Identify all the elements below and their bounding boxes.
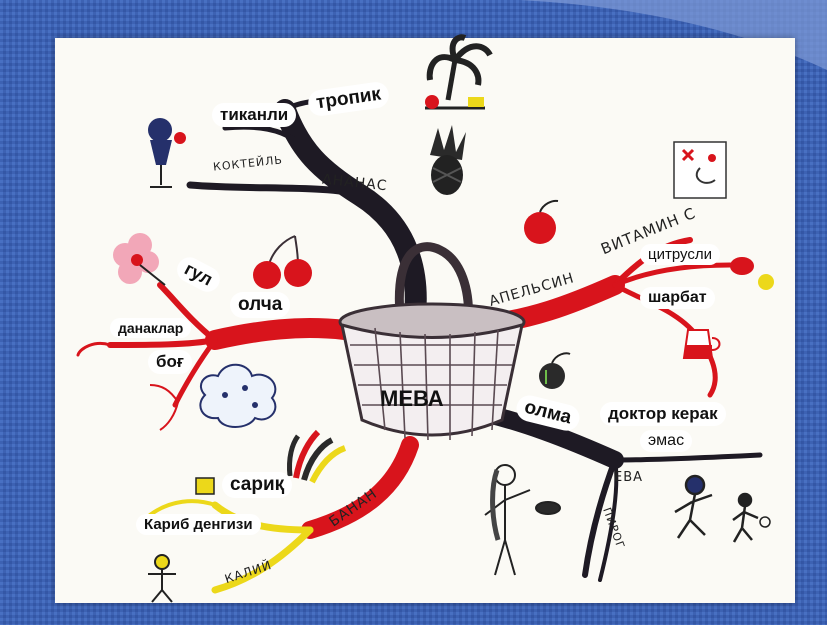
lemon-icon — [730, 257, 774, 290]
cherry-icon — [253, 235, 312, 289]
label-citrus: цитрусли — [640, 244, 720, 265]
banana-branch — [148, 436, 419, 594]
pineapple-icon — [430, 125, 466, 195]
label-caribbean: Кариб денгизи — [136, 514, 261, 535]
jug-icon — [682, 329, 721, 359]
label-yellow: сариқ — [222, 472, 293, 498]
label-garden: боғ — [148, 350, 192, 374]
label-eve: ЕВА — [614, 470, 644, 485]
orange-icon — [524, 199, 559, 244]
label-thorny: тиканли — [212, 103, 297, 127]
center-label: МЕВА — [380, 386, 444, 411]
flower-icon — [113, 233, 166, 286]
label-doctor-needed: доктор керак — [600, 402, 726, 426]
vitamin-sign-icon — [673, 141, 727, 199]
apple-branch — [461, 401, 763, 582]
yellow-square-icon — [195, 477, 215, 495]
palm-tree-icon — [425, 34, 493, 110]
cocktail-icon — [148, 118, 186, 188]
basket-icon — [338, 242, 526, 441]
apple-icon — [539, 352, 571, 389]
child-figure-icon — [148, 554, 176, 603]
label-not: эмас — [640, 430, 693, 452]
label-juice: шарбат — [640, 287, 715, 309]
tree-icon — [149, 363, 277, 431]
eve-figure-icon — [484, 464, 561, 576]
runner-figures-icon — [674, 474, 771, 543]
banana-bunch-icon — [287, 429, 347, 484]
label-seeds: данаклар — [110, 318, 192, 338]
cherry-branch — [76, 282, 355, 408]
label-cherry: олча — [230, 292, 291, 318]
